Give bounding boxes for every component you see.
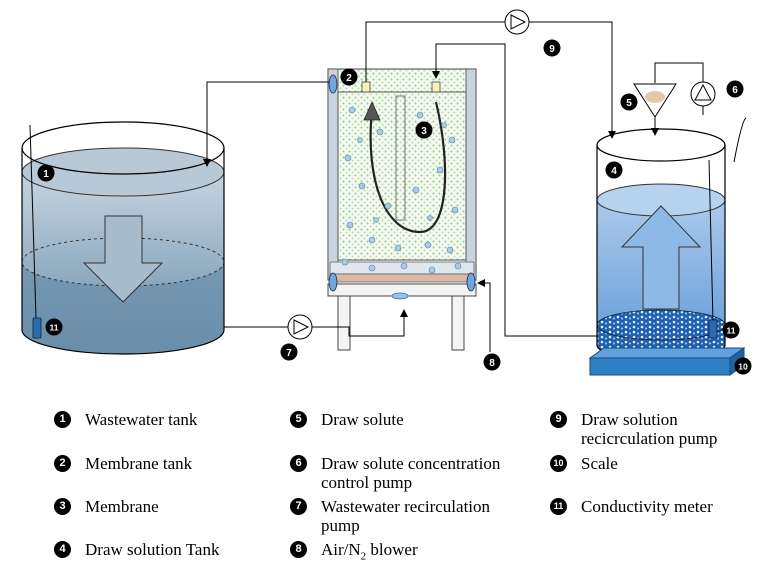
badge-11-right: 11	[722, 321, 740, 339]
svg-text:2: 2	[346, 73, 352, 84]
badge-8: 8	[483, 353, 501, 371]
svg-text:9: 9	[549, 44, 555, 55]
draw-solute-hopper	[633, 83, 677, 136]
conductivity-probe-left	[32, 317, 42, 339]
wastewater-recirculation-pump	[287, 314, 313, 340]
badge-9: 9	[543, 39, 561, 57]
conductivity-probe-right	[708, 319, 718, 339]
bubbles	[341, 106, 462, 274]
membrane-tank	[327, 68, 477, 351]
badge-1: 1	[37, 164, 55, 182]
badge-3: 3	[415, 121, 433, 139]
draw-solution-recirculation-pump	[504, 9, 530, 35]
svg-text:4: 4	[611, 166, 617, 177]
badge-11-left: 11	[45, 318, 63, 336]
scale	[588, 347, 746, 376]
pipes	[203, 21, 704, 352]
draw-solution-tank	[596, 117, 747, 361]
svg-text:6: 6	[732, 85, 738, 96]
badge-2: 2	[340, 68, 358, 86]
svg-text:11: 11	[50, 323, 59, 333]
svg-text:3: 3	[421, 126, 427, 137]
wastewater-tank	[21, 121, 225, 355]
svg-text:11: 11	[727, 326, 736, 336]
badge-6: 6	[726, 80, 744, 98]
badge-10: 10	[734, 357, 752, 375]
badge-7: 7	[280, 343, 298, 361]
svg-text:10: 10	[738, 362, 748, 372]
draw-solute-pump	[690, 81, 716, 107]
svg-text:5: 5	[626, 98, 632, 109]
badge-5: 5	[620, 93, 638, 111]
svg-text:8: 8	[489, 358, 495, 369]
svg-text:7: 7	[286, 348, 292, 359]
svg-text:1: 1	[43, 169, 49, 180]
badge-4: 4	[605, 161, 623, 179]
